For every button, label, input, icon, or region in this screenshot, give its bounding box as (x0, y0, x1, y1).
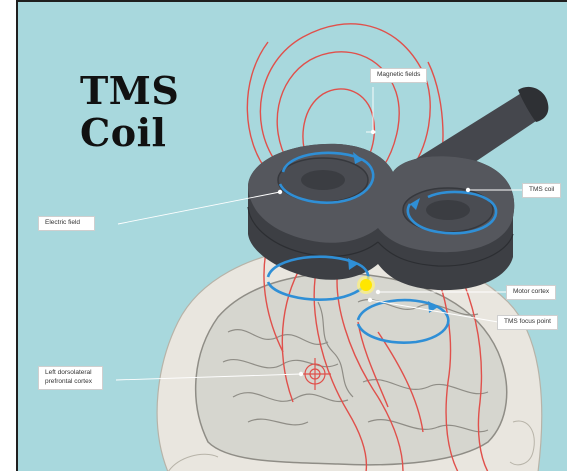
diagram-canvas: TMS Coil Magnetic fields TMS coil Electr… (16, 0, 567, 471)
title-line-2: Coil (80, 112, 179, 154)
label-motor-cortex: Motor cortex (506, 285, 556, 300)
label-tms-coil: TMS coil (522, 183, 561, 198)
title-line-1: TMS (80, 70, 179, 112)
diagram-title: TMS Coil (80, 70, 179, 154)
label-tms-focus-point: TMS focus point (497, 315, 558, 330)
label-left-dlpfc: Left dorsolateral prefrontal cortex (38, 366, 103, 390)
label-electric-field: Electric field (38, 216, 95, 231)
label-left-dlpfc-line-1: Left dorsolateral (45, 369, 92, 378)
focus-point-icon (357, 276, 375, 294)
label-magnetic-fields: Magnetic fields (370, 68, 427, 83)
ear (510, 421, 534, 465)
label-left-dlpfc-line-2: prefrontal cortex (45, 378, 92, 387)
